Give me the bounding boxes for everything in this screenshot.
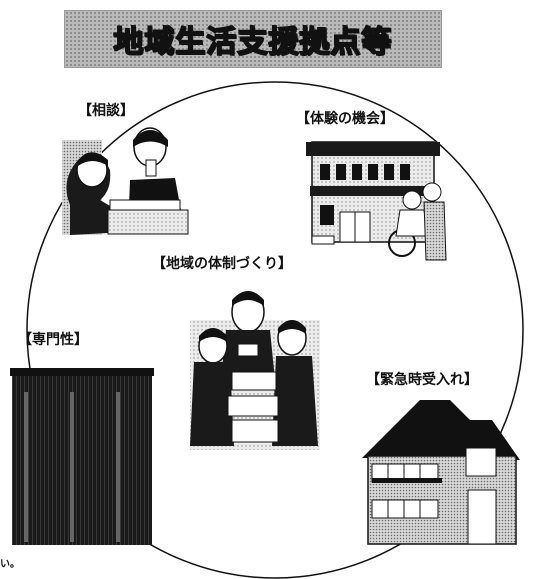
corner-text-fragment: い。 (0, 559, 20, 570)
label-consultation: 【相談】 (78, 103, 134, 119)
diagram-title: 地域生活支援拠点等 (113, 24, 393, 61)
consultation-illustration (62, 127, 189, 235)
community-illustration (190, 291, 320, 450)
label-experience: 【体験の機会】 (296, 111, 394, 127)
experience-illustration (306, 141, 447, 261)
title-banner: 地域生活支援拠点等 (64, 10, 442, 68)
cycle-circle (26, 81, 524, 579)
expertise-illustration (10, 368, 154, 545)
label-expertise: 【専門性】 (18, 332, 88, 348)
label-emergency: 【緊急時受入れ】 (366, 372, 478, 388)
emergency-illustration (362, 400, 520, 545)
label-community-system: 【地域の体制づくり】 (152, 256, 292, 272)
